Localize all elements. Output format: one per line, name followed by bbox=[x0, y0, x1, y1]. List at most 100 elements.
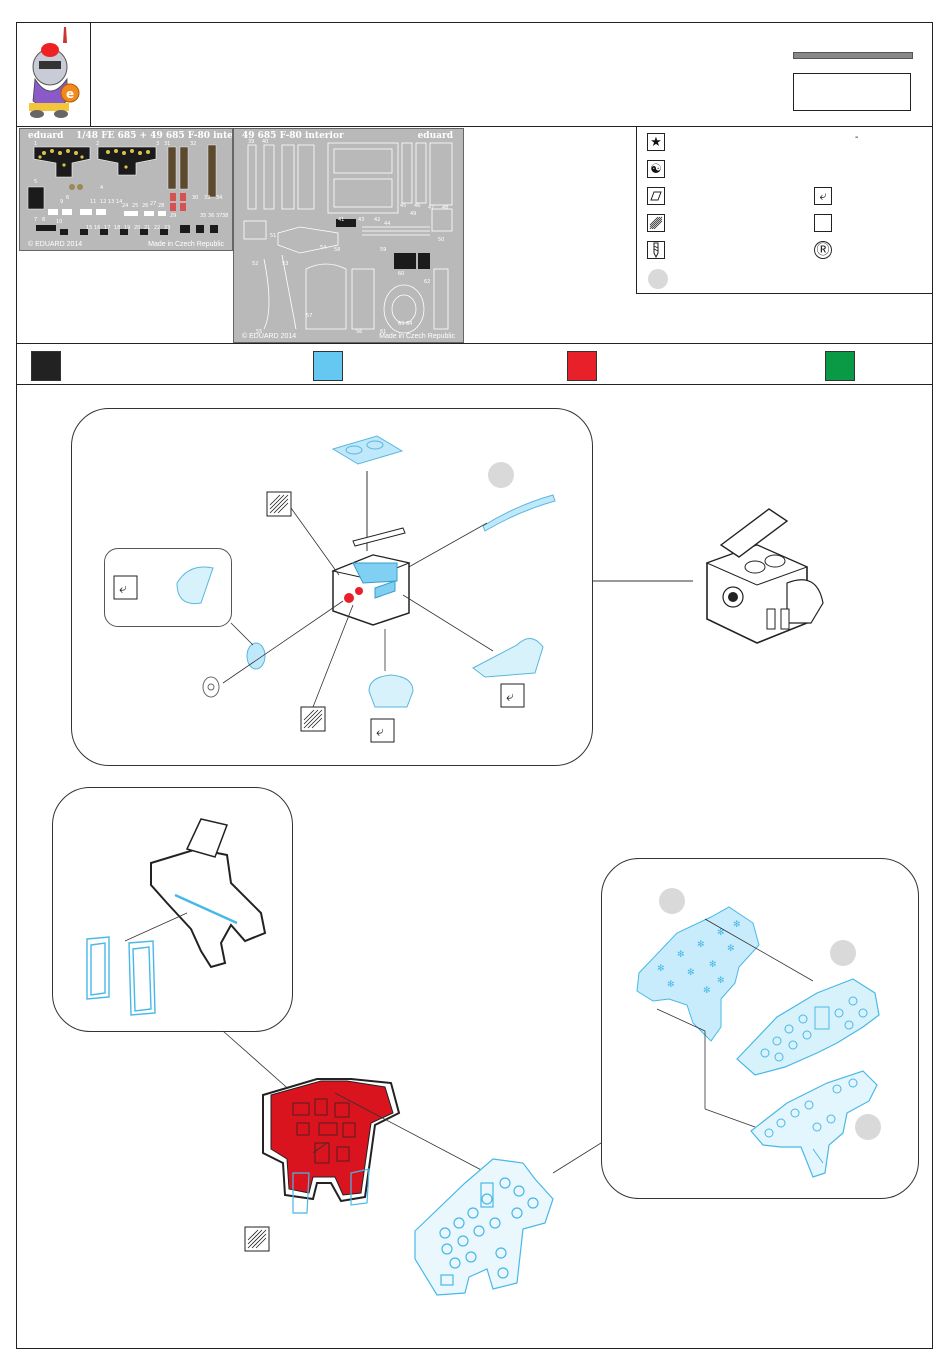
blue-dial-panel bbox=[736, 978, 880, 1076]
star-icon: ★ bbox=[647, 133, 665, 151]
svg-text:43: 43 bbox=[358, 217, 364, 223]
svg-text:✻: ✻ bbox=[667, 980, 675, 990]
svg-text:63: 63 bbox=[398, 321, 404, 327]
fret-brand: eduard bbox=[417, 131, 453, 141]
svg-text:3: 3 bbox=[156, 141, 159, 147]
cut-plastic-icon bbox=[647, 214, 665, 232]
fold-arrow-icon bbox=[500, 683, 525, 708]
svg-text:⤶: ⤶ bbox=[506, 689, 514, 705]
svg-text:46: 46 bbox=[414, 203, 420, 209]
svg-text:11: 11 bbox=[90, 199, 96, 205]
legend-dash: - bbox=[855, 132, 859, 143]
kit-code-bar bbox=[793, 52, 913, 59]
svg-text:17: 17 bbox=[104, 225, 110, 231]
fret-title: 49 685 F-80 interior bbox=[242, 131, 344, 141]
svg-text:23: 23 bbox=[164, 225, 170, 231]
assembled-instrument-box bbox=[705, 508, 824, 644]
svg-text:44: 44 bbox=[384, 221, 390, 227]
svg-text:37: 37 bbox=[216, 213, 222, 219]
fret-copyright: © EDUARD 2014 bbox=[242, 333, 297, 340]
svg-text:12: 12 bbox=[100, 199, 106, 205]
svg-text:✻: ✻ bbox=[697, 940, 705, 950]
svg-text:57: 57 bbox=[306, 313, 312, 319]
svg-text:✻: ✻ bbox=[717, 976, 725, 986]
svg-text:54: 54 bbox=[320, 245, 326, 251]
fret-title: 1/48 FE 685 + 49 685 F-80 interior bbox=[76, 131, 233, 141]
svg-text:✻: ✻ bbox=[677, 950, 685, 960]
color-row bbox=[17, 343, 932, 385]
svg-text:22: 22 bbox=[154, 225, 160, 231]
svg-text:55: 55 bbox=[256, 329, 262, 335]
svg-text:⤶: ⤶ bbox=[376, 724, 384, 740]
frame-part bbox=[150, 818, 267, 969]
svg-text:2: 2 bbox=[96, 141, 99, 147]
fret-made-in: Made in Czech Republic bbox=[148, 241, 224, 248]
svg-text:40: 40 bbox=[262, 139, 268, 145]
svg-text:31: 31 bbox=[164, 141, 170, 147]
symbol-legend: ★ - ☯ ⤶ Ⓡ bbox=[636, 126, 932, 294]
svg-text:✻: ✻ bbox=[733, 920, 741, 930]
fret-copyright: © EDUARD 2014 bbox=[28, 241, 83, 248]
color-swatch-blue bbox=[313, 351, 343, 381]
svg-text:36: 36 bbox=[208, 213, 214, 219]
svg-text:⤶: ⤶ bbox=[119, 581, 127, 597]
svg-text:14: 14 bbox=[116, 199, 122, 205]
fret-row: eduard 1/48 FE 685 + 49 685 F-80 interio… bbox=[17, 126, 932, 344]
svg-text:49: 49 bbox=[410, 211, 416, 217]
svg-text:50: 50 bbox=[438, 237, 444, 243]
svg-text:42: 42 bbox=[374, 217, 380, 223]
svg-text:39: 39 bbox=[248, 139, 254, 145]
svg-text:52: 52 bbox=[252, 261, 258, 267]
fold-arrow-icon bbox=[113, 575, 138, 600]
svg-text:26: 26 bbox=[142, 203, 148, 209]
svg-text:24: 24 bbox=[122, 203, 128, 209]
svg-text:27: 27 bbox=[150, 201, 156, 207]
instruction-sheet: e eduard 1/48 FE 685 + 49 685 F-80 inter… bbox=[16, 22, 933, 1349]
red-instrument-panel bbox=[262, 1078, 401, 1214]
svg-text:58: 58 bbox=[334, 247, 340, 253]
fret-brand: eduard bbox=[28, 131, 64, 141]
svg-text:51: 51 bbox=[270, 233, 276, 239]
step-marker-circle bbox=[488, 462, 514, 488]
svg-text:30: 30 bbox=[192, 195, 198, 201]
svg-text:16: 16 bbox=[94, 225, 100, 231]
photo-etch-fret-large: 49 685 F-80 interior eduard bbox=[233, 128, 464, 343]
svg-text:6: 6 bbox=[66, 195, 69, 201]
blue-instrument-panel bbox=[414, 1158, 554, 1296]
svg-text:13: 13 bbox=[108, 199, 114, 205]
svg-text:47: 47 bbox=[428, 205, 434, 211]
svg-text:64: 64 bbox=[406, 321, 412, 327]
svg-text:✻: ✻ bbox=[717, 928, 725, 938]
svg-text:7: 7 bbox=[34, 217, 37, 223]
svg-text:35: 35 bbox=[200, 213, 206, 219]
kit-code-box bbox=[793, 73, 911, 111]
svg-text:25: 25 bbox=[132, 203, 138, 209]
svg-text:53: 53 bbox=[282, 261, 288, 267]
eduard-knight-logo: e bbox=[29, 27, 80, 118]
svg-text:15: 15 bbox=[86, 225, 92, 231]
svg-text:21: 21 bbox=[144, 225, 150, 231]
svg-text:4: 4 bbox=[100, 185, 103, 191]
fold-arrow-icon bbox=[370, 718, 395, 743]
svg-text:e: e bbox=[66, 87, 74, 101]
color-swatch-green bbox=[825, 351, 855, 381]
logo-cell: e bbox=[17, 23, 91, 126]
fold-arrow-icon: ⤶ bbox=[814, 187, 832, 205]
blue-glare-shield: ✻✻✻✻✻ ✻✻✻✻✻✻ bbox=[636, 906, 760, 1042]
svg-text:28: 28 bbox=[158, 203, 164, 209]
svg-text:18: 18 bbox=[114, 225, 120, 231]
blue-top-plate bbox=[331, 435, 404, 465]
svg-text:8: 8 bbox=[42, 217, 45, 223]
drill-icon bbox=[647, 241, 665, 259]
svg-text:48: 48 bbox=[442, 205, 448, 211]
svg-text:61: 61 bbox=[380, 329, 386, 335]
svg-text:34: 34 bbox=[216, 195, 222, 201]
gray-circle-icon bbox=[648, 269, 668, 289]
svg-text:29: 29 bbox=[170, 213, 176, 219]
step-marker-circle bbox=[855, 1114, 881, 1140]
svg-text:62: 62 bbox=[424, 279, 430, 285]
yin-yang-icon: ☯ bbox=[647, 160, 665, 178]
r-reverse-icon: Ⓡ bbox=[814, 241, 832, 259]
svg-text:32: 32 bbox=[190, 141, 196, 147]
